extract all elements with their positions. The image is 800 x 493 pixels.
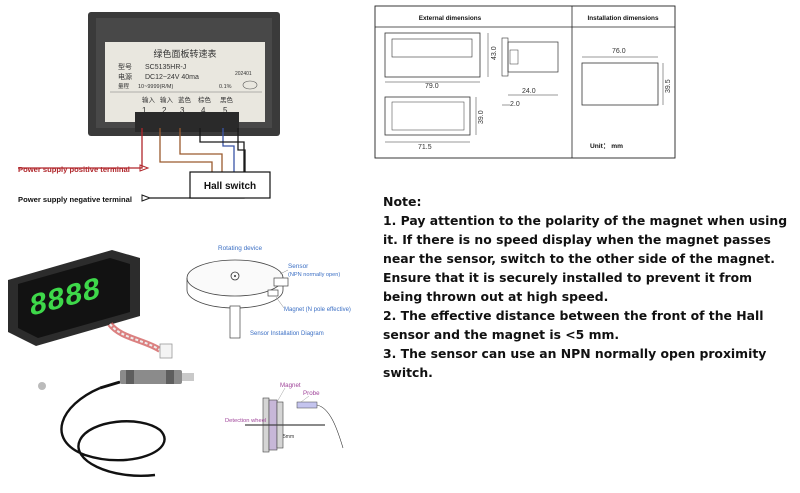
meter-display-photo: 8888 xyxy=(8,250,173,359)
ribbon-cable xyxy=(107,321,162,353)
probe-label: Probe xyxy=(303,390,320,397)
pin-label-3: 蓝色 xyxy=(178,95,192,104)
negative-terminal-label: Power supply negative terminal xyxy=(18,195,132,204)
meter-wiring-photo: 绿色面板转速表 型号 SC5135HR-J 电源 DC12~24V 40ma 2… xyxy=(18,12,280,204)
wire-black xyxy=(237,128,246,172)
wire-blue xyxy=(222,128,235,172)
probe-cable xyxy=(316,404,344,449)
front-view-outline xyxy=(384,32,481,78)
meter-model-key: 型号 xyxy=(118,62,132,71)
pin-number-2: 2 xyxy=(162,106,167,115)
meter-power-value: DC12~24V 40ma xyxy=(145,74,199,81)
pin-label-1: 输入 xyxy=(142,95,156,104)
installation-cutout xyxy=(581,62,659,106)
meter-power-key: 电源 xyxy=(118,72,132,81)
note-item-2: 2. The effective distance between the fr… xyxy=(383,308,764,342)
dimension-drawing: External dimensions Installation dimensi… xyxy=(374,5,676,159)
magnet-label: Magnet (N pole effective) xyxy=(284,307,351,313)
installation-diagram-caption: Sensor Installation Diagram xyxy=(250,331,324,337)
note-item-3: 3. The sensor can use an NPN normally op… xyxy=(383,346,767,380)
hall-sensor-photo xyxy=(38,370,194,477)
pin-label-5: 黑色 xyxy=(220,95,234,104)
positive-arrow xyxy=(139,164,150,172)
dim-depth: 24.0 xyxy=(522,88,536,95)
connector xyxy=(159,343,173,359)
dim-cutout-width: 76.0 xyxy=(612,48,626,55)
wire-red xyxy=(18,128,143,169)
side-view-body xyxy=(507,41,559,73)
dim-height: 43.0 xyxy=(491,46,498,60)
wire-brown-2 xyxy=(179,128,223,172)
unit-label: Unit： mm xyxy=(590,143,623,150)
shaft xyxy=(229,305,241,339)
meter-date: 202401 xyxy=(235,71,252,77)
terminal-block xyxy=(135,112,239,132)
detection-wheel-label: Detection wheel xyxy=(225,418,266,424)
sensor-installation-diagram: Rotating device Sensor (NPN normally ope… xyxy=(186,245,351,339)
meter-range-value: 10~9999(R/M) xyxy=(138,84,173,90)
diagram-magnet-label: Magnet xyxy=(280,382,301,389)
certification-mark xyxy=(242,80,258,90)
rotating-device-label: Rotating device xyxy=(218,245,262,252)
pin-number-4: 4 xyxy=(201,106,206,115)
dim-bottom-width: 71.5 xyxy=(418,144,432,151)
meter-model-value: SC5135HR-J xyxy=(145,64,186,71)
external-dimensions-title: External dimensions xyxy=(419,15,482,22)
meter-label-title: 绿色面板转速表 xyxy=(153,48,216,59)
positive-terminal-label: Power supply positive terminal xyxy=(18,165,130,174)
bullet-dot xyxy=(38,382,46,390)
sensor-label: Sensor xyxy=(288,263,309,270)
negative-arrow xyxy=(141,194,152,202)
note-item-1: 1. Pay attention to the polarity of the … xyxy=(383,213,788,304)
detection-wheel-diagram: Magnet Probe Detection wheel 5mm xyxy=(225,382,344,453)
dim-bottom-height: 39.0 xyxy=(478,110,485,124)
hall-switch-label: Hall switch xyxy=(204,181,256,192)
sensor-cable xyxy=(60,386,166,477)
pin-number-1: 1 xyxy=(142,106,147,115)
sensor-tip xyxy=(182,373,194,381)
pin-label-4: 棕色 xyxy=(198,95,212,104)
dim-width: 79.0 xyxy=(425,83,439,90)
installation-dimensions-title: Installation dimensions xyxy=(587,15,658,22)
note-title: Note: xyxy=(383,194,422,209)
probe-body xyxy=(296,401,318,409)
dim-cutout-height: 39.5 xyxy=(665,79,672,93)
meter-label-sticker xyxy=(105,42,265,122)
sensor-body xyxy=(273,277,289,287)
sensor-type-label: (NPN normally open) xyxy=(288,272,340,278)
wire-brown xyxy=(159,128,213,172)
magnet xyxy=(267,289,279,297)
front-view-window xyxy=(391,38,473,58)
pin-label-2: 输入 xyxy=(160,95,174,104)
pin-number-3: 3 xyxy=(180,106,185,115)
dim-flange: 2.0 xyxy=(510,101,520,108)
notes-section: Note: 1. Pay attention to the polarity o… xyxy=(383,192,788,382)
gap-label: 5mm xyxy=(283,434,294,440)
pin-number-5: 5 xyxy=(223,106,228,115)
meter-accuracy: 0.1% xyxy=(219,84,232,90)
meter-range-key: 量程 xyxy=(118,82,130,90)
hall-switch-box xyxy=(189,171,271,199)
bottom-view-outline xyxy=(384,96,471,136)
